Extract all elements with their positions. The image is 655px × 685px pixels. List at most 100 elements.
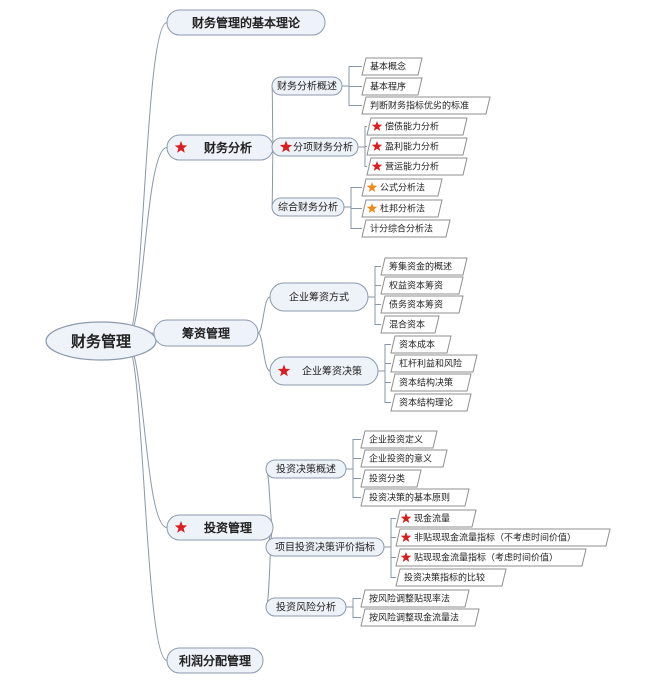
node-shape xyxy=(166,514,274,541)
connector-sub-leaf xyxy=(358,126,367,148)
node-shape xyxy=(265,537,385,557)
leaf-node[interactable]: 混合资本 xyxy=(380,315,440,334)
leaf-node[interactable]: 投资决策的基本原则 xyxy=(360,488,470,507)
branch-node[interactable]: 财务分析 xyxy=(166,134,274,161)
node-shape xyxy=(269,282,369,312)
star-icon xyxy=(371,121,383,131)
leaf-node[interactable]: 贴现现金流量指标（考虑时间价值） xyxy=(395,548,587,567)
sub-node[interactable]: 财务分析概述 xyxy=(271,76,343,96)
connector-sub-leaf xyxy=(346,468,361,498)
star-icon xyxy=(371,161,383,171)
branch-node[interactable]: 财务管理的基本理论 xyxy=(166,9,326,36)
star-icon xyxy=(277,364,291,377)
node-label: 企业投资的意义 xyxy=(369,453,432,465)
leaf-node[interactable]: 基本概念 xyxy=(361,57,423,76)
node-label: 综合财务分析 xyxy=(278,201,338,214)
leaf-node-shape xyxy=(366,137,468,156)
leaf-node-shape xyxy=(361,96,491,115)
leaf-node[interactable]: 投资决策指标的比较 xyxy=(395,568,507,587)
node-label: 筹集资金的概述 xyxy=(389,261,452,273)
node-label: 营运能力分析 xyxy=(385,161,439,173)
connector-sub-leaf xyxy=(378,363,391,372)
leaf-node[interactable]: 资本结构决策 xyxy=(390,373,472,392)
leaf-node[interactable]: 筹集资金的概述 xyxy=(380,257,468,276)
node-shape xyxy=(271,197,345,217)
leaf-node[interactable]: 判断财务指标优劣的标准 xyxy=(361,96,491,115)
connector-root-branch xyxy=(125,147,168,342)
sub-node[interactable]: 企业筹资方式 xyxy=(269,282,369,312)
sub-node[interactable]: 投资风险分析 xyxy=(265,597,347,617)
node-label: 项目投资决策评价指标 xyxy=(275,541,375,554)
leaf-node[interactable]: 偿债能力分析 xyxy=(366,117,468,136)
leaf-node[interactable]: 按风险调整贴现率法 xyxy=(360,589,470,608)
node-shape xyxy=(166,647,264,674)
node-label: 投资决策指标的比较 xyxy=(404,572,485,584)
node-label: 偿债能力分析 xyxy=(385,121,439,133)
node-label: 投资分类 xyxy=(369,473,405,485)
leaf-node[interactable]: 盈利能力分析 xyxy=(366,137,468,156)
leaf-node[interactable]: 杜邦分析法 xyxy=(361,199,443,218)
connector-sub-leaf xyxy=(346,598,361,608)
node-label: 投资风险分析 xyxy=(276,601,336,614)
star-icon xyxy=(366,182,378,192)
star-icon xyxy=(279,140,293,153)
leaf-node[interactable]: 杠杆利益和风险 xyxy=(390,354,478,373)
leaf-node[interactable]: 公式分析法 xyxy=(361,178,443,197)
connector-sub-leaf xyxy=(344,206,362,229)
node-label: 基本概念 xyxy=(370,61,406,73)
leaf-node-shape xyxy=(380,257,468,276)
node-shape xyxy=(271,76,343,96)
leaf-node[interactable]: 企业投资定义 xyxy=(360,430,438,449)
leaf-node[interactable]: 权益资本筹资 xyxy=(380,276,464,295)
leaf-node[interactable]: 按风险调整现金流量法 xyxy=(360,608,480,627)
star-icon xyxy=(400,552,412,562)
node-label: 盈利能力分析 xyxy=(385,141,439,153)
sub-node[interactable]: 综合财务分析 xyxy=(271,197,345,217)
node-label: 贴现现金流量指标（考虑时间价值） xyxy=(414,552,558,564)
node-label: 杜邦分析法 xyxy=(380,203,425,215)
sub-node[interactable]: 企业筹资决策 xyxy=(269,356,379,386)
leaf-node[interactable]: 投资分类 xyxy=(360,469,422,488)
node-label: 计分综合分析法 xyxy=(370,223,433,235)
sub-node[interactable]: 分项财务分析 xyxy=(271,137,359,157)
branch-node[interactable]: 利润分配管理 xyxy=(166,647,264,674)
leaf-node[interactable]: 非贴现现金流量指标（不考虑时间价值） xyxy=(395,528,611,547)
branch-node[interactable]: 筹资管理 xyxy=(153,319,259,347)
root-node[interactable]: 财务管理 xyxy=(45,321,157,361)
node-label: 按风险调整贴现率法 xyxy=(369,593,450,605)
star-icon xyxy=(366,203,378,213)
node-shape xyxy=(153,319,259,347)
star-icon xyxy=(174,141,188,153)
leaf-node[interactable]: 资本结构理论 xyxy=(390,393,472,412)
leaf-node-shape xyxy=(361,199,443,218)
leaf-node-shape xyxy=(360,430,438,449)
sub-node[interactable]: 投资决策概述 xyxy=(265,459,347,479)
connector-branch-sub xyxy=(271,147,274,208)
leaf-node-shape xyxy=(390,393,472,412)
node-shape xyxy=(166,9,326,36)
node-label: 权益资本筹资 xyxy=(389,280,443,292)
leaf-node-shape xyxy=(390,335,452,354)
connector-root-branch xyxy=(125,340,168,528)
leaf-node[interactable]: 营运能力分析 xyxy=(366,157,468,176)
node-label: 现金流量 xyxy=(414,513,450,525)
connector-branch-sub xyxy=(271,85,274,148)
leaf-node[interactable]: 债务资本筹资 xyxy=(380,295,464,314)
leaf-node[interactable]: 基本程序 xyxy=(361,77,423,96)
leaf-node-shape xyxy=(390,373,472,392)
leaf-node-shape xyxy=(361,57,423,76)
leaf-node[interactable]: 现金流量 xyxy=(395,509,477,528)
leaf-node-shape xyxy=(380,295,464,314)
leaf-node[interactable]: 资本成本 xyxy=(390,335,452,354)
connector-sub-leaf xyxy=(346,458,361,470)
leaf-node-shape xyxy=(361,178,443,197)
node-label: 财务分析概述 xyxy=(277,80,337,93)
branch-node[interactable]: 投资管理 xyxy=(166,514,274,541)
node-label: 财务管理 xyxy=(71,332,131,350)
leaf-node[interactable]: 企业投资的意义 xyxy=(360,449,448,468)
sub-node[interactable]: 项目投资决策评价指标 xyxy=(265,537,385,557)
node-label: 财务分析 xyxy=(203,140,252,155)
leaf-node[interactable]: 计分综合分析法 xyxy=(361,219,451,238)
connector-sub-leaf xyxy=(384,546,396,558)
